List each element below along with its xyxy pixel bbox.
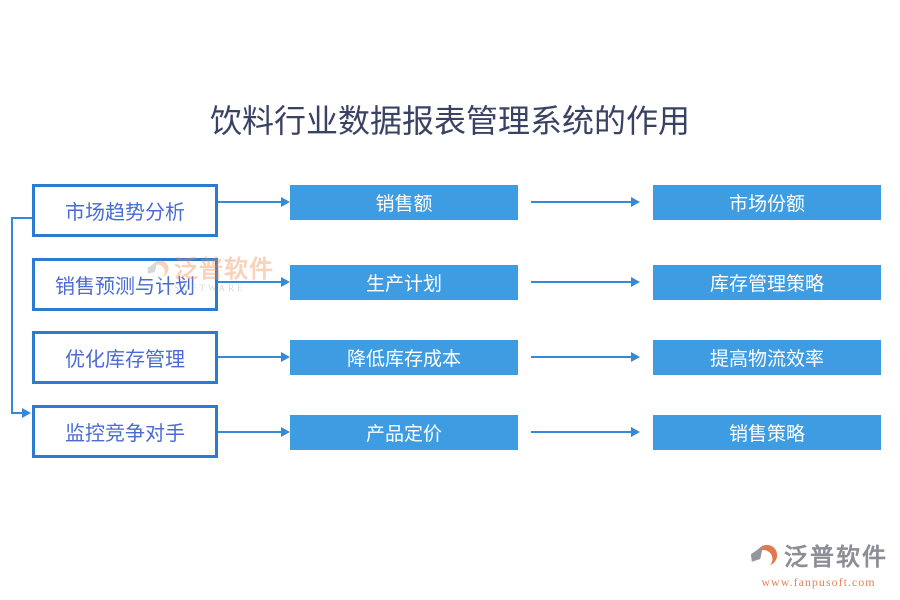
arrowhead-icon [631, 197, 640, 207]
metric-box-label: 降低库存成本 [346, 349, 461, 370]
result-box-market-share: 市场份额 [653, 185, 881, 220]
source-box-label: 市场趋势分析 [65, 202, 185, 224]
bracket-vertical-line [11, 217, 13, 414]
arrow-line [531, 356, 631, 358]
metric-box-pricing: 产品定价 [290, 415, 518, 450]
brand-url-link[interactable]: www.fanpusoft.com [761, 575, 876, 589]
metric-box-label: 销售额 [375, 194, 433, 215]
result-box-sales-strategy: 销售策略 [653, 415, 881, 450]
result-box-label: 提高物流效率 [709, 349, 824, 370]
metric-box-reduce-cost: 降低库存成本 [290, 340, 518, 375]
source-box-sales-forecast: 销售预测与计划 [32, 258, 218, 311]
arrowhead-icon [281, 427, 290, 437]
result-box-label: 市场份额 [728, 194, 805, 215]
footer-brand-block: 泛普软件 www.fanpusoft.com [749, 542, 888, 590]
result-box-label: 库存管理策略 [709, 274, 824, 295]
arrow-line [218, 431, 281, 433]
bracket-bottom-line [12, 412, 23, 414]
arrow-line [531, 431, 631, 433]
metric-box-label: 生产计划 [365, 274, 442, 295]
metric-box-production-plan: 生产计划 [290, 265, 518, 300]
source-box-label: 优化库存管理 [65, 349, 185, 371]
arrowhead-icon [631, 352, 640, 362]
arrowhead-icon [281, 277, 290, 287]
source-box-label: 销售预测与计划 [55, 276, 195, 298]
source-box-inventory-optimize: 优化库存管理 [32, 331, 218, 384]
bracket-top-line [12, 217, 32, 219]
result-box-inventory-strategy: 库存管理策略 [653, 265, 881, 300]
arrow-line [531, 281, 631, 283]
arrowhead-icon [631, 277, 640, 287]
source-box-market-trend: 市场趋势分析 [32, 184, 218, 237]
arrow-line [218, 201, 281, 203]
page-title: 饮料行业数据报表管理系统的作用 [209, 103, 690, 139]
arrowhead-icon [281, 197, 290, 207]
arrow-line [531, 201, 631, 203]
metric-box-sales: 销售额 [290, 185, 518, 220]
source-box-label: 监控竞争对手 [65, 423, 185, 445]
arrowhead-icon [281, 352, 290, 362]
fanpu-logo-icon [750, 544, 778, 568]
arrowhead-icon [631, 427, 640, 437]
result-box-logistics: 提高物流效率 [653, 340, 881, 375]
result-box-label: 销售策略 [728, 424, 805, 445]
arrowhead-icon [22, 408, 31, 418]
brand-name: 泛普软件 [784, 544, 888, 571]
arrow-line [218, 281, 281, 283]
source-box-competitor-monitor: 监控竞争对手 [32, 405, 218, 458]
metric-box-label: 产品定价 [365, 424, 442, 445]
arrow-line [218, 356, 281, 358]
